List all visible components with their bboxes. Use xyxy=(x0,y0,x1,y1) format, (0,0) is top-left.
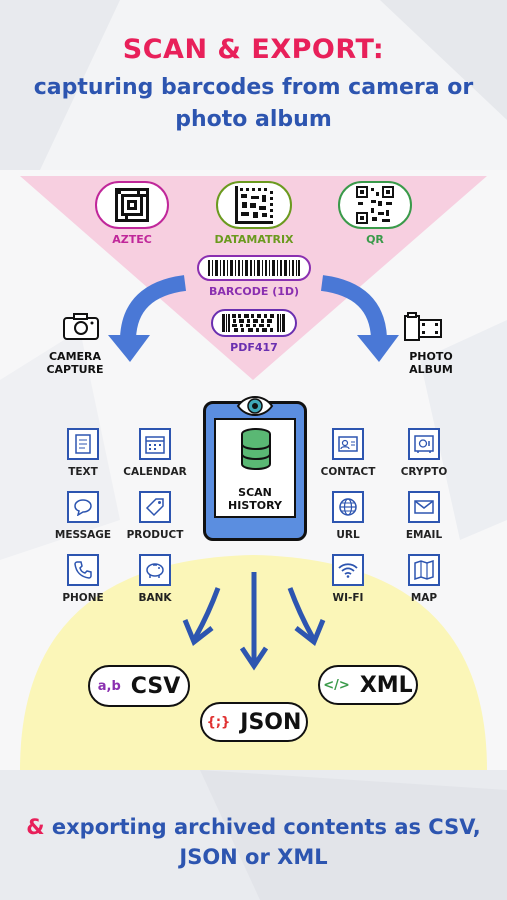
bank-type-icon-box xyxy=(139,554,171,586)
product-type-icon-box xyxy=(139,491,171,523)
qr-label: QR xyxy=(366,233,384,246)
page-subtitle: capturing barcodes from camera or photo … xyxy=(33,75,474,132)
piggy-bank-icon xyxy=(146,563,164,578)
scan-history-label: SCAN HISTORY xyxy=(228,486,282,512)
map-type-label: MAP xyxy=(410,592,438,604)
crypto-type-icon-box xyxy=(408,428,440,460)
url-type-icon-box xyxy=(332,491,364,523)
message-type-label: MESSAGE xyxy=(54,529,112,541)
arrow-down-left xyxy=(192,587,221,640)
text-type-icon-box xyxy=(67,428,99,460)
xml-icon: </> xyxy=(323,677,350,693)
photo-album-label: PHOTO ALBUM xyxy=(409,350,453,376)
datamatrix-label: DATAMATRIX xyxy=(214,233,294,246)
xml-label: XML xyxy=(359,672,413,698)
datamatrix-code-icon xyxy=(235,186,273,224)
email-type-label: EMAIL xyxy=(405,529,443,541)
calendar-icon xyxy=(145,436,165,454)
arrow-right-head xyxy=(357,335,399,362)
json-label: JSON xyxy=(240,709,302,735)
calendar-type-icon-box xyxy=(139,428,171,460)
wifi-type-icon-box xyxy=(332,554,364,586)
speech-bubble-icon xyxy=(74,499,92,516)
product-type-label: PRODUCT xyxy=(126,529,184,541)
csv-export-pill: a,b CSV xyxy=(88,665,190,707)
arrow-left-curve xyxy=(120,275,187,339)
text-type-label: TEXT xyxy=(68,466,98,478)
barcode-1d-label: BARCODE (1D) xyxy=(208,285,300,298)
message-type-icon-box xyxy=(67,491,99,523)
tablet-screen: SCAN HISTORY xyxy=(214,418,296,518)
footer-text: exporting archived contents as CSV, JSON… xyxy=(51,815,481,869)
document-icon xyxy=(75,434,91,454)
page-title: SCAN & EXPORT: xyxy=(122,34,385,65)
xml-export-pill: </> XML xyxy=(318,665,418,705)
envelope-icon xyxy=(414,500,434,514)
footer-caption: & exporting archived contents as CSV, JS… xyxy=(0,812,507,872)
scan-history-tablet: SCAN HISTORY xyxy=(203,401,307,541)
json-export-pill: {;} JSON xyxy=(200,702,308,742)
barcode-1d-icon xyxy=(208,260,300,276)
safe-icon xyxy=(414,435,434,453)
datamatrix-code-pill xyxy=(216,181,292,229)
wifi-icon xyxy=(338,563,358,578)
pdf417-icon xyxy=(222,314,285,332)
barcode-1d-pill xyxy=(197,255,311,281)
camera-icon xyxy=(63,312,99,344)
url-type-label: URL xyxy=(336,529,360,541)
aztec-label: AZTEC xyxy=(112,233,152,246)
contact-type-label: CONTACT xyxy=(320,466,376,478)
pdf417-pill xyxy=(211,309,297,337)
arrow-right-curve xyxy=(320,275,387,339)
calendar-type-label: CALENDAR xyxy=(123,466,187,478)
qr-code-icon xyxy=(356,186,394,224)
arrow-left-head xyxy=(108,335,150,362)
email-type-icon-box xyxy=(408,491,440,523)
aztec-code-icon xyxy=(113,186,151,224)
qr-code-pill xyxy=(338,181,412,229)
database-icon xyxy=(241,428,271,470)
crypto-type-label: CRYPTO xyxy=(400,466,448,478)
contact-card-icon xyxy=(338,436,358,452)
globe-icon xyxy=(339,498,357,516)
phone-type-label: PHONE xyxy=(62,592,104,604)
tag-icon xyxy=(145,498,164,517)
csv-icon: a,b xyxy=(97,678,121,694)
phone-type-icon-box xyxy=(67,554,99,586)
csv-label: CSV xyxy=(130,673,181,699)
wifi-type-label: WI-FI xyxy=(332,592,364,604)
camera-capture-label: CAMERA CAPTURE xyxy=(46,350,104,376)
phone-icon xyxy=(74,561,92,579)
json-icon: {;} xyxy=(206,714,231,730)
map-type-icon-box xyxy=(408,554,440,586)
bank-type-label: BANK xyxy=(138,592,172,604)
pdf417-label: PDF417 xyxy=(230,341,278,354)
eye-icon xyxy=(236,394,274,422)
photo-album-icon xyxy=(404,312,444,346)
footer-ampersand: & xyxy=(26,815,45,839)
map-icon xyxy=(414,560,434,580)
arrow-down-right xyxy=(287,587,316,640)
contact-type-icon-box xyxy=(332,428,364,460)
aztec-code-pill xyxy=(95,181,169,229)
